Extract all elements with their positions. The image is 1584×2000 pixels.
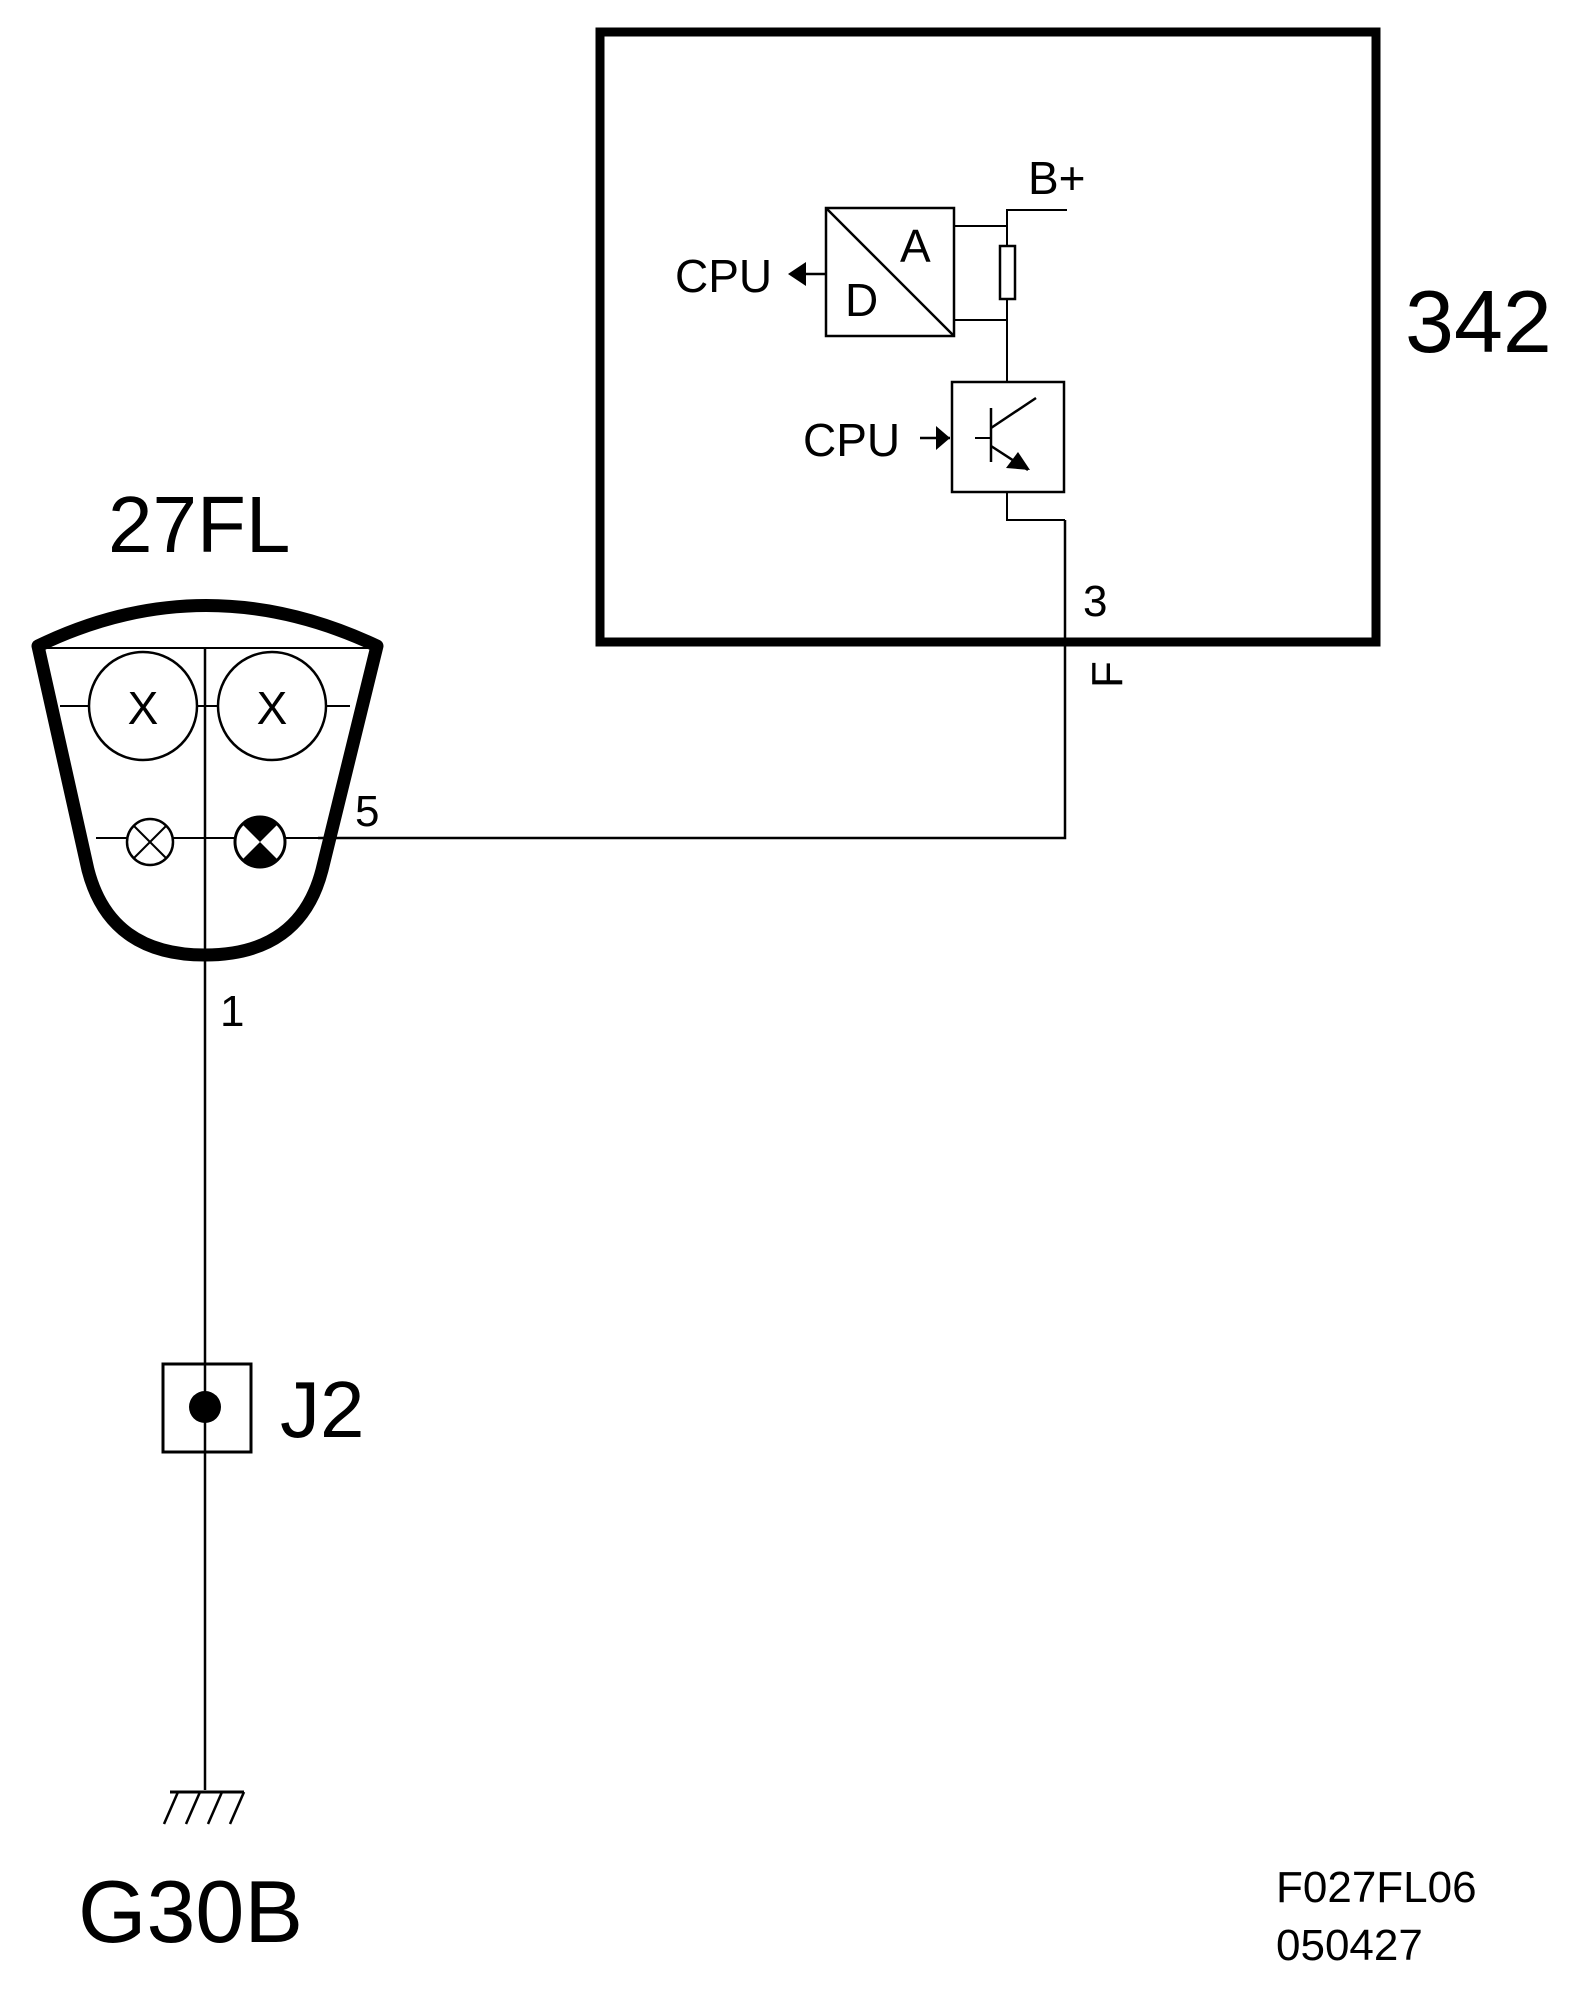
figure-code: F027FL06 bbox=[1276, 1863, 1477, 1912]
transistor-emitter-arrow-icon bbox=[1006, 452, 1030, 470]
transistor-block bbox=[950, 380, 1066, 494]
cpu-output-label: CPU bbox=[675, 250, 772, 302]
adc-label-a: A bbox=[900, 220, 931, 272]
cluster-lamp-x1-label: X bbox=[128, 682, 159, 734]
cpu-input-arrow-icon bbox=[936, 426, 950, 450]
transistor-output-wire bbox=[1006, 492, 1065, 521]
cluster-lamp-x2-label: X bbox=[257, 682, 288, 734]
cluster-27fl-label: 27FL bbox=[108, 480, 290, 569]
transistor-collector bbox=[990, 396, 1037, 430]
ecu-342-box bbox=[595, 27, 1381, 647]
adc-block bbox=[824, 206, 956, 338]
ecu-pin-3: 3 bbox=[1083, 577, 1107, 626]
cluster-pin-5: 5 bbox=[355, 787, 379, 836]
cluster-pin-1: 1 bbox=[220, 987, 244, 1036]
splice-j2-label: J2 bbox=[280, 1365, 365, 1454]
signal-wire bbox=[318, 520, 1067, 840]
ecu-342-label: 342 bbox=[1405, 272, 1552, 371]
warning-lamp-icon bbox=[233, 815, 287, 869]
indicator-lamp-icon bbox=[125, 817, 175, 867]
b-plus-label: B+ bbox=[1028, 152, 1086, 204]
adc-diagonal bbox=[825, 207, 955, 337]
cluster-27fl-body bbox=[31, 599, 384, 962]
date-code: 050427 bbox=[1276, 1921, 1423, 1970]
b-plus-wire bbox=[1006, 209, 1067, 246]
cluster-lamp-x2 bbox=[216, 650, 328, 762]
adc-label-d: D bbox=[845, 274, 878, 326]
ecu-connector-f: F bbox=[1083, 661, 1132, 688]
ground-symbol-icon bbox=[162, 1790, 246, 1825]
splice-j2-dot bbox=[189, 1391, 221, 1423]
cluster-lamp-x1 bbox=[87, 650, 199, 762]
pullup-resistor bbox=[998, 244, 1017, 301]
ground-g30b-label: G30B bbox=[78, 1862, 303, 1961]
cpu-input-label: CPU bbox=[803, 414, 900, 466]
cpu-output-arrow-icon bbox=[788, 262, 806, 286]
